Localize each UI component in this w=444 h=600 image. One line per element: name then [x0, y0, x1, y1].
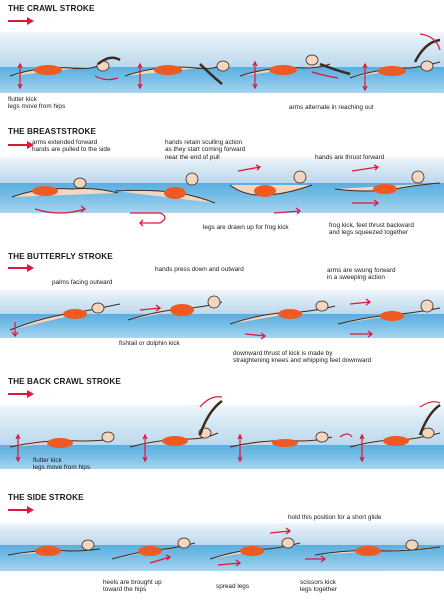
backcrawl-swimmer-2: [130, 401, 222, 447]
backcrawl-swimmer-3: [230, 432, 332, 447]
butterfly-swimmer-2: [128, 296, 222, 320]
butterfly-swimmer-1: [10, 303, 120, 330]
crawl-swimmers-illustration: [0, 4, 444, 120]
side-swimmer-4: [315, 540, 440, 556]
butterfly-section: THE BUTTERFLY STROKE hands press down an…: [0, 252, 444, 378]
breast-swimmer-4: [335, 171, 440, 194]
butterfly-label-4: fishtail or dolphin kick: [119, 340, 180, 347]
crawl-motion-arrows-icon: [18, 34, 440, 90]
backcrawl-swimmer-4: [350, 405, 440, 447]
backcrawl-section: THE BACK CRAWL STROKE: [0, 377, 444, 485]
crawl-kick-label: flutter kick legs move from hips: [8, 96, 65, 111]
sidestroke-label-3: spread legs: [216, 583, 249, 590]
side-swimmer-3: [210, 538, 300, 559]
breaststroke-label-4: legs are drawn up for frog kick: [203, 224, 289, 231]
breaststroke-label-5: frog kick, feet thrust backward and legs…: [329, 222, 414, 237]
crawl-arms-label: arms alternate in reaching out: [289, 104, 374, 111]
sidestroke-label-4: scissors kick legs together: [300, 579, 337, 594]
butterfly-label-5: downward thrust of kick is made by strai…: [233, 350, 371, 365]
sidestroke-section: THE SIDE STROKE hold this position for a…: [0, 493, 444, 600]
crawl-swimmer-4: [350, 40, 440, 78]
crawl-section: THE CRAWL STROKE: [0, 4, 444, 120]
butterfly-swimmers-illustration: [0, 252, 444, 378]
breast-swimmer-1: [12, 178, 118, 197]
butterfly-swimmer-3: [230, 301, 335, 324]
backcrawl-kick-label: flutter kick legs move from hips: [33, 457, 90, 472]
sidestroke-label-2: heels are brought up toward the hips: [103, 579, 162, 594]
breast-swimmer-3: [230, 171, 312, 197]
breaststroke-section: THE BREASTSTROKE arms extended forward h…: [0, 127, 444, 249]
side-swimmer-2: [112, 538, 195, 559]
backcrawl-motion-arrows-icon: [16, 397, 440, 461]
breast-swimmer-2: [115, 173, 215, 203]
side-swimmer-1: [8, 540, 100, 556]
backcrawl-swimmer-1: [10, 432, 114, 448]
crawl-swimmer-1: [10, 58, 120, 76]
breast-motion-arrows-icon: [35, 165, 378, 226]
